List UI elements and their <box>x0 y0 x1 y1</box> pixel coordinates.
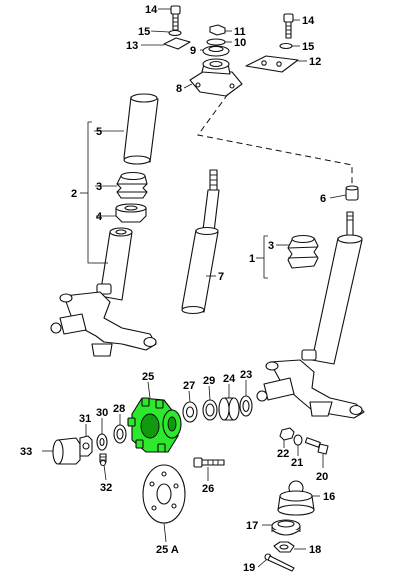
bump-stop-part-3-right[interactable] <box>287 234 319 269</box>
boot-part-5[interactable] <box>123 93 159 165</box>
callout-18: 18 <box>309 544 321 556</box>
callout-33: 33 <box>20 446 32 458</box>
bearing-part-27[interactable] <box>182 401 198 423</box>
callout-21: 21 <box>291 457 303 469</box>
spacer-part-4[interactable] <box>115 203 147 223</box>
bearing-part-29[interactable] <box>202 399 218 421</box>
callout-2: 2 <box>71 188 77 200</box>
callout-4: 4 <box>96 211 103 223</box>
callout-15-right: 15 <box>302 41 314 53</box>
plate-part-12[interactable] <box>245 55 299 73</box>
callout-3-right: 3 <box>268 240 274 252</box>
callout-24: 24 <box>223 373 236 385</box>
callout-20: 20 <box>316 471 328 483</box>
wheel-hub-group <box>52 395 253 524</box>
top-mount-group <box>163 5 299 97</box>
callout-10: 10 <box>234 37 246 49</box>
bushing-part-9[interactable] <box>202 45 230 57</box>
cap-part-33[interactable] <box>52 437 81 465</box>
bolt-part-20[interactable] <box>304 437 329 455</box>
strut-mount-part-8[interactable] <box>189 58 243 97</box>
washer-part-15-left[interactable] <box>168 29 182 37</box>
plate-part-13[interactable] <box>163 37 191 50</box>
mount-to-strut-path <box>197 93 353 188</box>
callout-9: 9 <box>190 45 196 57</box>
washer-part-30[interactable] <box>96 433 108 451</box>
nut-part-31[interactable] <box>79 435 93 457</box>
lower-right-group <box>264 427 329 572</box>
callout-13: 13 <box>126 40 138 52</box>
washer-part-10[interactable] <box>206 38 226 46</box>
callout-19: 19 <box>243 562 255 574</box>
callout-25a: 25 A <box>156 544 179 556</box>
callout-25: 25 <box>142 371 154 383</box>
callout-32: 32 <box>100 482 112 494</box>
callout-28: 28 <box>113 403 125 415</box>
bolt-part-26[interactable] <box>193 457 225 468</box>
callout-29: 29 <box>203 375 215 387</box>
nut-part-11[interactable] <box>209 24 226 36</box>
leader-lines <box>42 8 347 568</box>
callout-12: 12 <box>309 56 321 68</box>
callout-23: 23 <box>240 369 252 381</box>
strut-knuckle-right[interactable] <box>256 234 365 419</box>
callout-8: 8 <box>176 83 182 95</box>
callout-14-left: 14 <box>145 4 158 16</box>
callout-26: 26 <box>202 483 214 495</box>
cotter-pin-part-19[interactable] <box>264 553 295 572</box>
callout-17: 17 <box>246 520 258 532</box>
callout-30: 30 <box>96 407 108 419</box>
callout-5: 5 <box>96 126 102 138</box>
callout-16: 16 <box>323 491 335 503</box>
left-strut-assembly <box>50 93 159 357</box>
bolt-part-14-right[interactable] <box>283 13 294 39</box>
callout-15-left: 15 <box>138 26 150 38</box>
washer-part-15-right[interactable] <box>279 42 293 50</box>
callout-labels: 14 15 13 11 10 9 14 15 12 8 5 2 3 4 7 6 … <box>20 4 335 574</box>
callout-1: 1 <box>249 253 255 265</box>
shock-absorber-part-7[interactable] <box>181 169 220 315</box>
brake-disc-part-25a[interactable] <box>142 464 186 524</box>
ball-joint-part-16[interactable] <box>277 480 315 516</box>
callout-14-right: 14 <box>302 15 315 27</box>
cap-part-6[interactable] <box>345 185 359 201</box>
callout-3-left: 3 <box>96 181 102 193</box>
bump-stop-part-3-left[interactable] <box>116 171 148 199</box>
wheel-hub-part-25[interactable] <box>127 397 182 453</box>
callout-6: 6 <box>320 193 326 205</box>
right-strut-assembly <box>256 185 365 419</box>
ring-part-17[interactable] <box>271 519 301 536</box>
bolt-part-14-left[interactable] <box>170 5 181 31</box>
callout-31: 31 <box>79 413 91 425</box>
strut-knuckle-left[interactable] <box>50 227 157 357</box>
washer-part-21[interactable] <box>293 434 303 446</box>
bearing-part-28[interactable] <box>113 424 127 444</box>
seal-part-23[interactable] <box>239 395 253 417</box>
nut-part-22[interactable] <box>279 427 295 441</box>
callout-22: 22 <box>277 448 289 460</box>
callout-11: 11 <box>234 26 246 38</box>
callout-7: 7 <box>218 271 224 283</box>
washer-part-18[interactable] <box>273 541 295 553</box>
screw-part-32[interactable] <box>99 453 107 467</box>
callout-27: 27 <box>183 380 195 392</box>
bearing-part-24[interactable] <box>218 397 240 421</box>
